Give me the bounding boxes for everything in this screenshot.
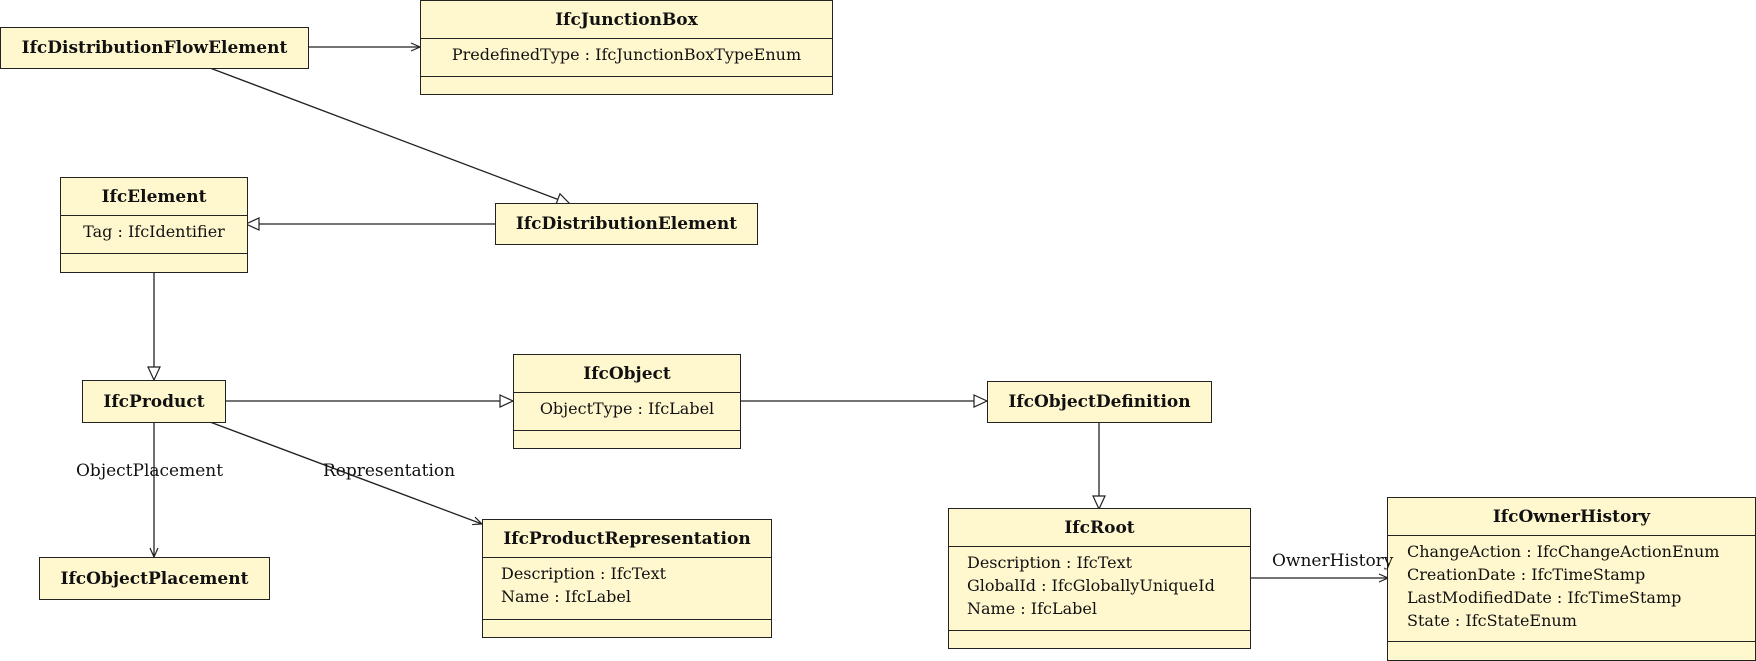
class-ifc-root[interactable]: IfcRoot Description : IfcText GlobalId :… [948,508,1251,649]
class-name: IfcJunctionBox [555,9,698,30]
attribute: State : IfcStateEnum [1407,611,1577,630]
class-attributes: Description : IfcText GlobalId : IfcGlob… [949,547,1250,631]
class-header: IfcElement [61,178,247,216]
class-ifc-product-representation[interactable]: IfcProductRepresentation Description : I… [482,519,772,638]
class-header: IfcObject [514,355,740,393]
association-label-owner-history: OwnerHistory [1272,551,1394,571]
attribute: ChangeAction : IfcChangeActionEnum [1407,542,1720,561]
attribute: ObjectType : IfcLabel [539,399,715,418]
class-header: IfcJunctionBox [421,1,832,39]
class-ifc-element[interactable]: IfcElement Tag : IfcIdentifier [60,177,248,273]
class-attributes: Description : IfcText Name : IfcLabel [483,558,771,620]
class-name: IfcElement [101,186,207,207]
class-header: IfcOwnerHistory [1388,498,1755,536]
attribute: PredefinedType : IfcJunctionBoxTypeEnum [451,45,802,64]
attribute: Tag : IfcIdentifier [83,222,225,241]
class-name: IfcObjectPlacement [60,568,249,589]
class-attributes: PredefinedType : IfcJunctionBoxTypeEnum [421,39,832,77]
class-attributes: ChangeAction : IfcChangeActionEnum Creat… [1388,536,1755,642]
attribute: Description : IfcText [501,564,667,583]
class-ifc-object-definition[interactable]: IfcObjectDefinition [987,381,1212,423]
attribute: CreationDate : IfcTimeStamp [1407,565,1646,584]
class-ifc-owner-history[interactable]: IfcOwnerHistory ChangeAction : IfcChange… [1387,497,1756,661]
class-name: IfcProductRepresentation [503,528,751,549]
association-label-object-placement: ObjectPlacement [76,461,224,481]
class-attributes: ObjectType : IfcLabel [514,393,740,431]
generalization-flow-to-distribution [209,67,572,206]
attribute: Description : IfcText [967,553,1133,572]
association-label-representation: Representation [323,461,456,481]
attribute: Name : IfcLabel [501,587,631,606]
class-ifc-junction-box[interactable]: IfcJunctionBox PredefinedType : IfcJunct… [420,0,833,95]
class-ifc-distribution-flow-element[interactable]: IfcDistributionFlowElement [0,27,309,69]
class-ifc-product[interactable]: IfcProduct [82,380,226,423]
attribute: LastModifiedDate : IfcTimeStamp [1407,588,1682,607]
class-name: IfcOwnerHistory [1492,506,1651,527]
attribute: GlobalId : IfcGloballyUniqueId [967,576,1215,595]
class-header: IfcRoot [949,509,1250,547]
assoc-product-to-representation [209,421,484,526]
class-name: IfcDistributionElement [515,214,738,234]
class-ifc-object-placement[interactable]: IfcObjectPlacement [39,557,270,600]
class-name: IfcRoot [1064,517,1135,538]
class-name: IfcDistributionFlowElement [21,38,288,58]
class-ifc-object[interactable]: IfcObject ObjectType : IfcLabel [513,354,741,449]
class-name: IfcProduct [103,391,205,412]
attribute: Name : IfcLabel [967,599,1097,618]
class-name: IfcObject [583,363,671,384]
class-ifc-distribution-element[interactable]: IfcDistributionElement [495,203,758,245]
class-name: IfcObjectDefinition [1008,392,1191,412]
class-header: IfcProductRepresentation [483,520,771,558]
class-attributes: Tag : IfcIdentifier [61,216,247,254]
